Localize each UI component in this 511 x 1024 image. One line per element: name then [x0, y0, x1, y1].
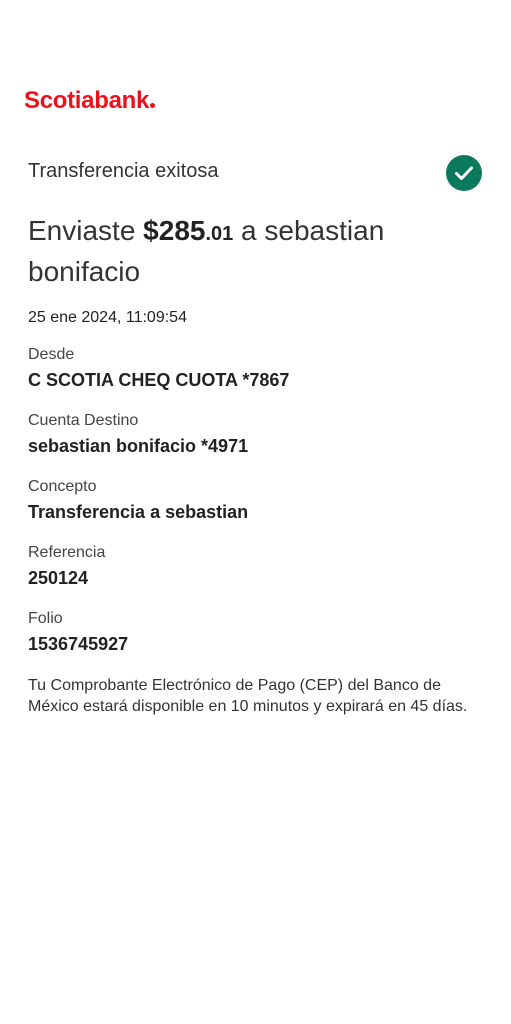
field-destination-label: Cuenta Destino: [28, 412, 139, 429]
field-concept-value: Transferencia a sebastian: [28, 502, 249, 522]
field-from-label: Desde: [28, 346, 75, 363]
field-from: Desde C SCOTIA CHEQ CUOTA *7867: [28, 345, 484, 392]
field-reference-label: Referencia: [28, 544, 106, 561]
amount-cents: .01: [205, 223, 234, 245]
field-concept: Concepto Transferencia a sebastian: [28, 477, 484, 524]
scotiabank-logo: Scotiabank: [24, 86, 156, 116]
field-destination-value: sebastian bonifacio *4971: [28, 436, 249, 456]
recipient-name: a sebastian bonifacio: [28, 215, 385, 287]
amount-main: $285: [143, 215, 206, 246]
field-reference: Referencia 250124: [28, 543, 484, 590]
status-row: Transferencia exitosa: [28, 155, 484, 191]
status-text: Transferencia exitosa: [28, 160, 219, 182]
transfer-summary: Enviaste $285.01 a sebastian bonifacio: [28, 212, 468, 290]
field-concept-label: Concepto: [28, 478, 97, 495]
transfer-datetime: 25 ene 2024, 11:09:54: [28, 309, 187, 326]
logo-dot: [150, 103, 156, 108]
field-folio-label: Folio: [28, 610, 63, 627]
field-folio-value: 1536745927: [28, 634, 129, 654]
cep-note: Tu Comprobante Electrónico de Pago (CEP)…: [28, 677, 468, 715]
check-circle-icon: [446, 155, 482, 191]
summary-prefix: Enviaste: [28, 215, 144, 246]
logo-text: Scotiabank: [24, 87, 150, 114]
field-reference-value: 250124: [28, 568, 89, 588]
field-destination: Cuenta Destino sebastian bonifacio *4971: [28, 411, 484, 458]
field-from-value: C SCOTIA CHEQ CUOTA *7867: [28, 370, 290, 390]
field-folio: Folio 1536745927: [28, 609, 484, 656]
